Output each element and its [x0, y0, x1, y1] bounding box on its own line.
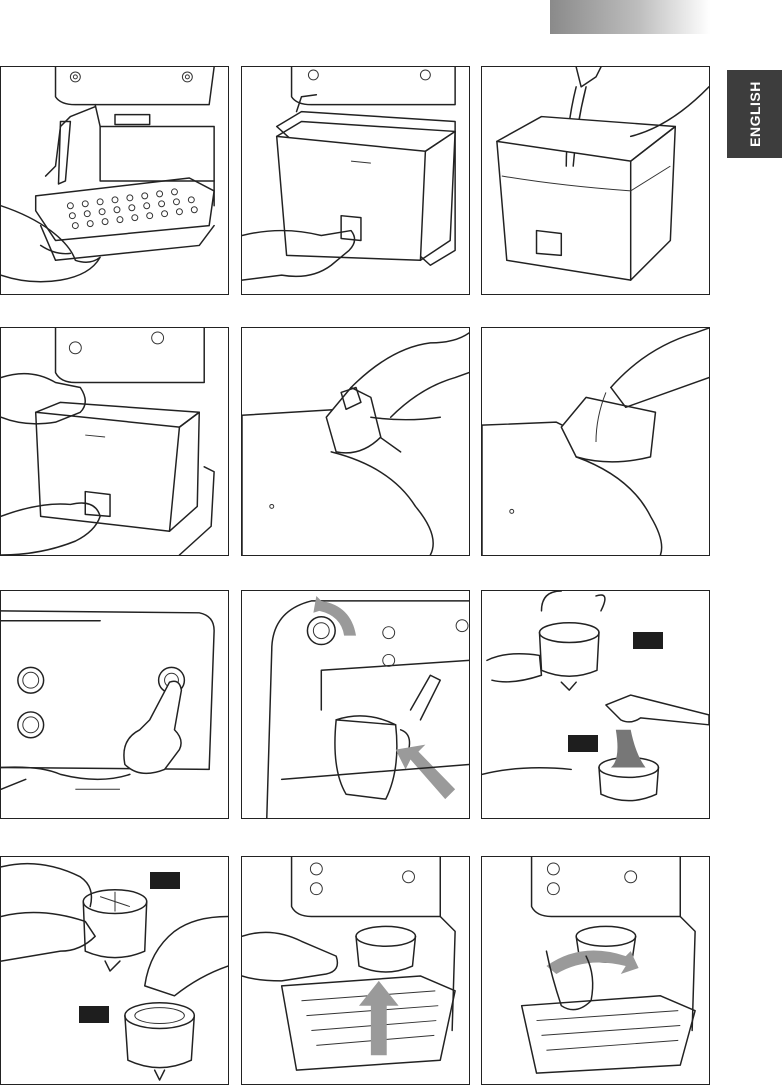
panel-3-water-tank-filling	[481, 66, 710, 295]
insert-arrow-icon	[396, 745, 455, 800]
illustration-drip-tray	[1, 67, 228, 294]
steam-knob-icon	[307, 617, 335, 645]
rotate-arrow-icon	[546, 951, 638, 974]
panel-8-steam-knob-milk-jug	[241, 590, 470, 819]
panel-11-inserting-filter-holder	[241, 856, 470, 1085]
panel-1-drip-tray-removal	[0, 66, 229, 295]
panel-5-tank-lid-open	[241, 327, 470, 556]
panel-6-pouring-water	[481, 327, 710, 556]
panel-12-locking-filter-holder	[481, 856, 710, 1085]
language-tab-label: ENGLISH	[747, 81, 763, 147]
up-arrow-icon	[359, 981, 399, 1055]
filter-double-badge	[79, 1006, 109, 1023]
panel-7-pressing-power-button	[0, 590, 229, 819]
panel-4-water-tank-insertion	[0, 327, 229, 556]
panel-10-filter-baskets	[0, 856, 229, 1085]
panel-9-filling-filter	[481, 590, 710, 819]
drip-tray-grid	[67, 189, 197, 229]
language-tab: ENGLISH	[727, 70, 782, 158]
filter-double-badge	[568, 735, 598, 752]
header-gradient-bar	[550, 0, 710, 34]
filter-single-badge	[633, 632, 663, 649]
panel-2-water-tank-removal	[241, 66, 470, 295]
filter-single-badge	[150, 872, 180, 889]
